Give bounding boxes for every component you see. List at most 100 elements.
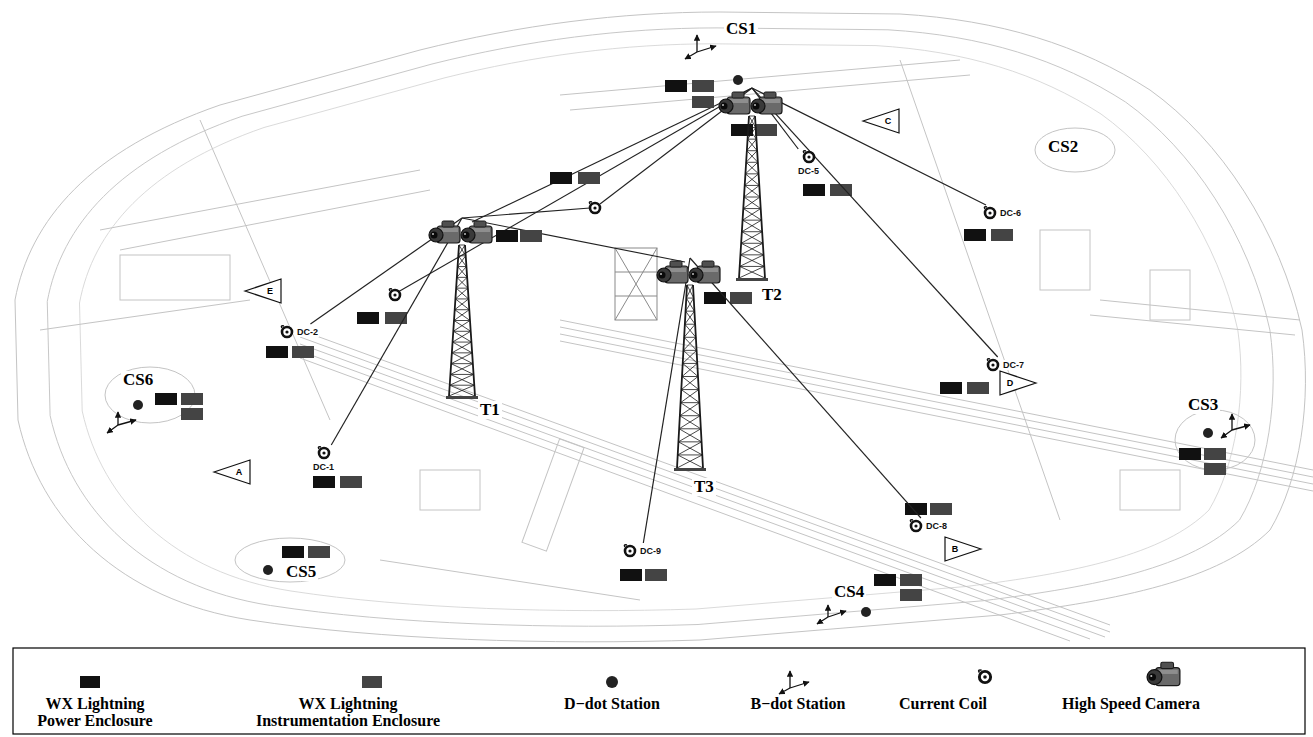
b-dot-station — [117, 412, 118, 425]
current-coil-icon — [389, 289, 400, 300]
high-speed-camera — [751, 92, 782, 114]
instrumentation-enclosure — [692, 96, 714, 108]
instrumentation-enclosure — [900, 574, 922, 586]
power-enclosure — [803, 184, 825, 196]
legend-text: High Speed Camera — [1051, 695, 1211, 712]
map-linework — [235, 538, 345, 582]
camera-sightline — [752, 88, 798, 149]
triangle-shape — [863, 109, 899, 133]
map-linework — [1120, 470, 1180, 510]
service-structure — [615, 248, 657, 320]
power-enclosure — [282, 546, 304, 558]
d-dot-station — [133, 75, 1213, 617]
instrumentation-enclosure — [292, 346, 314, 358]
high-speed-camera — [719, 92, 750, 114]
instrumentation-enclosure — [181, 80, 1226, 601]
map-linework — [300, 330, 1110, 641]
map-linework — [100, 60, 1300, 335]
marker-letter: C — [880, 116, 896, 126]
instrumentation-enclosure — [730, 292, 752, 304]
legend-text: WX Lightning Power Enclosure — [30, 695, 160, 729]
b-dot-station — [817, 605, 846, 624]
tower-base — [674, 468, 706, 471]
legend-frame — [790, 682, 809, 688]
legend-frame — [13, 648, 1305, 734]
camera-sightline — [752, 88, 998, 357]
instrumentation-enclosure — [1204, 463, 1226, 475]
coil-label: DC-2 — [296, 327, 319, 337]
legend-text: Current Coil — [863, 695, 1023, 712]
coil-label: DC-8 — [925, 521, 948, 531]
marker-triangle: E — [244, 278, 282, 304]
coil-icon — [801, 149, 817, 165]
power-enclosure — [620, 569, 642, 581]
camera-sightline — [331, 218, 462, 445]
station-label: CS2 — [1046, 138, 1080, 156]
coil-icon — [316, 445, 332, 461]
triangle-outline — [944, 536, 982, 562]
tower-drawing — [425, 218, 505, 423]
power-enclosure — [357, 312, 379, 324]
map-linework — [15, 12, 1313, 642]
marker-triangle: A — [213, 459, 251, 485]
coil-symbol — [318, 447, 329, 458]
d-dot-station — [733, 75, 743, 85]
tower-label: T2 — [760, 286, 784, 304]
map-linework — [1035, 128, 1115, 172]
legend-frame — [13, 648, 1305, 734]
coil-symbol — [987, 359, 998, 370]
map-linework — [420, 470, 480, 510]
b-dot-station — [697, 46, 716, 52]
power-enclosure — [704, 292, 726, 304]
instrumentation-enclosure — [967, 382, 989, 394]
tower-lattice — [674, 285, 706, 471]
power-enclosure — [266, 346, 288, 358]
map-linework — [522, 439, 584, 551]
power-enclosure — [874, 574, 896, 586]
coil-label: DC-9 — [639, 546, 662, 556]
coil-icon — [982, 205, 998, 221]
coil-label: DC-6 — [999, 208, 1022, 218]
instrumentation-enclosure — [930, 503, 952, 515]
b-dot-station — [827, 605, 828, 617]
b-dot-station — [1231, 414, 1232, 430]
station-label: CS1 — [724, 20, 758, 38]
legend-swatch — [80, 676, 100, 688]
current-coil: DC-1 — [312, 445, 335, 472]
tower-lattice — [446, 245, 478, 399]
map-linework — [80, 44, 1241, 611]
service-structure — [615, 248, 657, 320]
triangle-shape — [245, 279, 281, 303]
b-dot-station — [828, 611, 846, 617]
coil-icon — [985, 357, 1001, 373]
station-label: CS6 — [121, 371, 155, 389]
coil-label: DC-1 — [312, 462, 335, 472]
d-dot-station — [263, 565, 273, 575]
high-speed-camera — [429, 221, 460, 243]
coil-symbol — [803, 151, 814, 162]
d-dot-station — [133, 400, 143, 410]
legend-frame — [606, 676, 618, 688]
b-dot-station — [118, 420, 136, 425]
b-dot-station — [107, 35, 1250, 624]
legend-frame — [979, 670, 991, 683]
b-dot-station — [107, 412, 136, 433]
legend-frame — [789, 671, 790, 688]
tower-lattice — [736, 116, 768, 281]
marker-triangle: B — [944, 536, 982, 562]
tower-brace — [677, 285, 703, 468]
current-coil: DC-8 — [908, 518, 948, 534]
coil-symbol — [984, 207, 995, 218]
tower-brace — [739, 116, 765, 278]
camera-sightline — [398, 88, 752, 292]
legend-text: B−dot Station — [718, 695, 878, 712]
station-label: CS5 — [284, 563, 318, 581]
instrumentation-enclosure — [692, 80, 714, 92]
power-enclosure — [940, 382, 962, 394]
camera-sightline — [310, 218, 462, 324]
instrumentation-enclosure — [755, 124, 777, 136]
coil-icon — [908, 518, 924, 534]
d-dot-station — [1203, 428, 1213, 438]
